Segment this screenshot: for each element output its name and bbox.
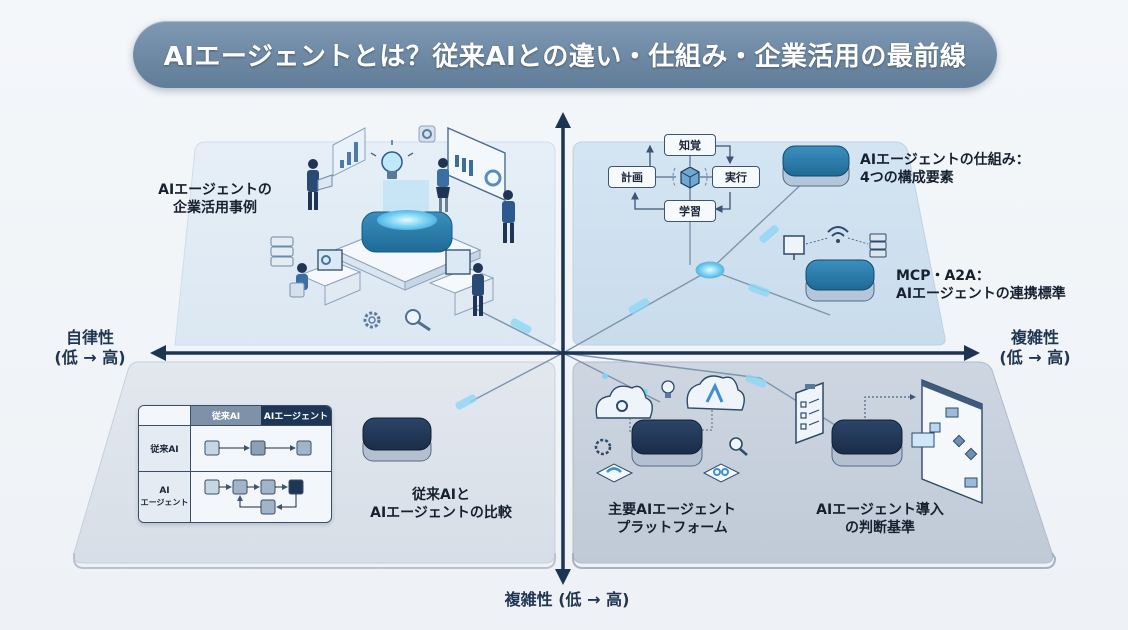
- traditional-ai-flow: [191, 426, 331, 471]
- decision-criteria-illustration: [795, 378, 983, 505]
- platform-tile-icon: [595, 463, 634, 483]
- row-label-line1: AI: [159, 485, 170, 496]
- axis-range: (低 → 高): [999, 348, 1071, 367]
- label-line: 従来AIと: [411, 487, 471, 503]
- label-line: 4つの構成要素: [860, 169, 954, 186]
- table-row: 従来AI: [139, 426, 331, 472]
- row-label-line2: エージェント: [140, 497, 189, 507]
- gear-icon: [363, 311, 381, 329]
- lightbulb-icon: [370, 140, 414, 179]
- label-line: の判断基準: [845, 519, 915, 536]
- magnifier-icon: [405, 309, 431, 332]
- cycle-node-plan: 計画: [608, 166, 656, 188]
- cube-icon: [672, 166, 708, 189]
- table-header-ai-agent: AIエージェント: [261, 406, 331, 425]
- table-header-traditional-ai: 従来AI: [191, 406, 261, 425]
- wifi-icon: [827, 226, 849, 243]
- label-line: 主要AIエージェント: [608, 502, 736, 518]
- complexity-axis-label-bottom: 複雑性 (低 → 高): [462, 590, 672, 610]
- dashboard-screen-icon: [447, 126, 506, 202]
- axis-arrow-down-icon: [555, 569, 571, 585]
- planning-step-icon: [260, 479, 276, 495]
- comparison-label: 従来AIと AIエージェントの比較: [336, 487, 546, 522]
- autonomy-axis-label: 自律性 (低 → 高): [30, 328, 150, 368]
- axis-arrow-right-icon: [964, 345, 980, 361]
- person-figure: [436, 158, 450, 212]
- magnifier-icon: [729, 437, 748, 456]
- input-step-icon: [204, 479, 220, 495]
- enterprise-use-case-illustration: [270, 125, 515, 332]
- table-header-empty: [139, 406, 191, 425]
- label-line: AIエージェントの比較: [370, 504, 512, 521]
- axis-name: 複雑性: [504, 590, 553, 609]
- label-line: AIエージェント導入: [816, 502, 944, 518]
- axis-name: 自律性: [65, 328, 114, 347]
- person-figure: [307, 159, 333, 210]
- label-line: AIエージェントの仕組み：: [860, 152, 1030, 168]
- gear-icon: [594, 438, 612, 456]
- axis-arrow-left-icon: [150, 345, 166, 361]
- lightbulb-icon: [661, 380, 675, 398]
- ai-agent-flow: [191, 472, 331, 522]
- label-line: AIエージェントの連携標準: [896, 285, 1066, 302]
- mcp-a2a-label: MCP・A2A： AIエージェントの連携標準: [896, 268, 1066, 303]
- cloud-platform-icon: [686, 375, 745, 411]
- axis-arrow-up-icon: [555, 112, 571, 128]
- agent-mechanism-label: AIエージェントの仕組み： 4つの構成要素: [860, 152, 1030, 187]
- server-icon: [869, 233, 887, 258]
- label-line: 企業活用事例: [173, 199, 257, 216]
- comparison-table: 従来AI AIエージェント 従来AI AI エージェント: [138, 405, 332, 523]
- label-line: MCP・A2A：: [896, 268, 990, 284]
- person-figure: [502, 190, 515, 243]
- agent-protocol-device: [805, 259, 875, 302]
- desk-workstation: [289, 249, 362, 306]
- platforms-label: 主要AIエージェント プラットフォーム: [582, 502, 762, 537]
- agent-mechanism-device: [782, 145, 850, 187]
- table-row: AI エージェント: [139, 472, 331, 522]
- feedback-loop-icon: [260, 499, 276, 515]
- axis-range: (低 → 高): [54, 348, 126, 367]
- cycle-node-perception: 知覚: [664, 134, 716, 156]
- axes: [150, 112, 980, 585]
- tool-step-icon: [250, 440, 266, 456]
- axis-range: (低 → 高): [558, 590, 630, 609]
- platform-tile-icon: [702, 463, 741, 483]
- decision-criteria-label: AIエージェント導入 の判断基準: [790, 502, 970, 537]
- table-row-label: 従来AI: [139, 426, 191, 471]
- axis-name: 複雑性: [1010, 328, 1059, 347]
- judgment-device: [831, 419, 903, 467]
- label-line: プラットフォーム: [616, 519, 728, 536]
- server-stack-icon: [270, 236, 294, 267]
- complexity-axis-label-right: 複雑性 (低 → 高): [975, 328, 1095, 368]
- cycle-node-execute: 実行: [712, 166, 760, 188]
- platform-device: [631, 419, 703, 467]
- action-step-icon: [288, 479, 304, 495]
- gear-bubble-icon: [418, 125, 436, 143]
- bar-chart-icon: [332, 127, 366, 177]
- checklist-clipboard-icon: [795, 381, 824, 445]
- table-row-label: AI エージェント: [139, 472, 191, 522]
- output-step-icon: [296, 440, 312, 456]
- reasoning-step-icon: [232, 479, 248, 495]
- cloud-gear-icon: [595, 385, 653, 419]
- enterprise-use-cases-label: AIエージェントの 企業活用事例: [140, 182, 290, 217]
- input-step-icon: [204, 440, 220, 456]
- title-banner: AIエージェントとは？従来AIとの違い・仕組み・企業活用の最前線: [133, 21, 997, 88]
- agent-cycle-diagram: [631, 144, 734, 213]
- platform-illustration: [594, 375, 748, 483]
- flowchart-window-icon: [911, 378, 983, 505]
- desk-workstation: [428, 249, 495, 316]
- page-title: AIエージェントとは？従来AIとの違い・仕組み・企業活用の最前線: [163, 42, 967, 72]
- monitor-icon: [783, 235, 805, 260]
- cycle-node-learn: 学習: [664, 200, 716, 222]
- comparison-device: [362, 417, 432, 462]
- label-line: AIエージェントの: [158, 182, 272, 198]
